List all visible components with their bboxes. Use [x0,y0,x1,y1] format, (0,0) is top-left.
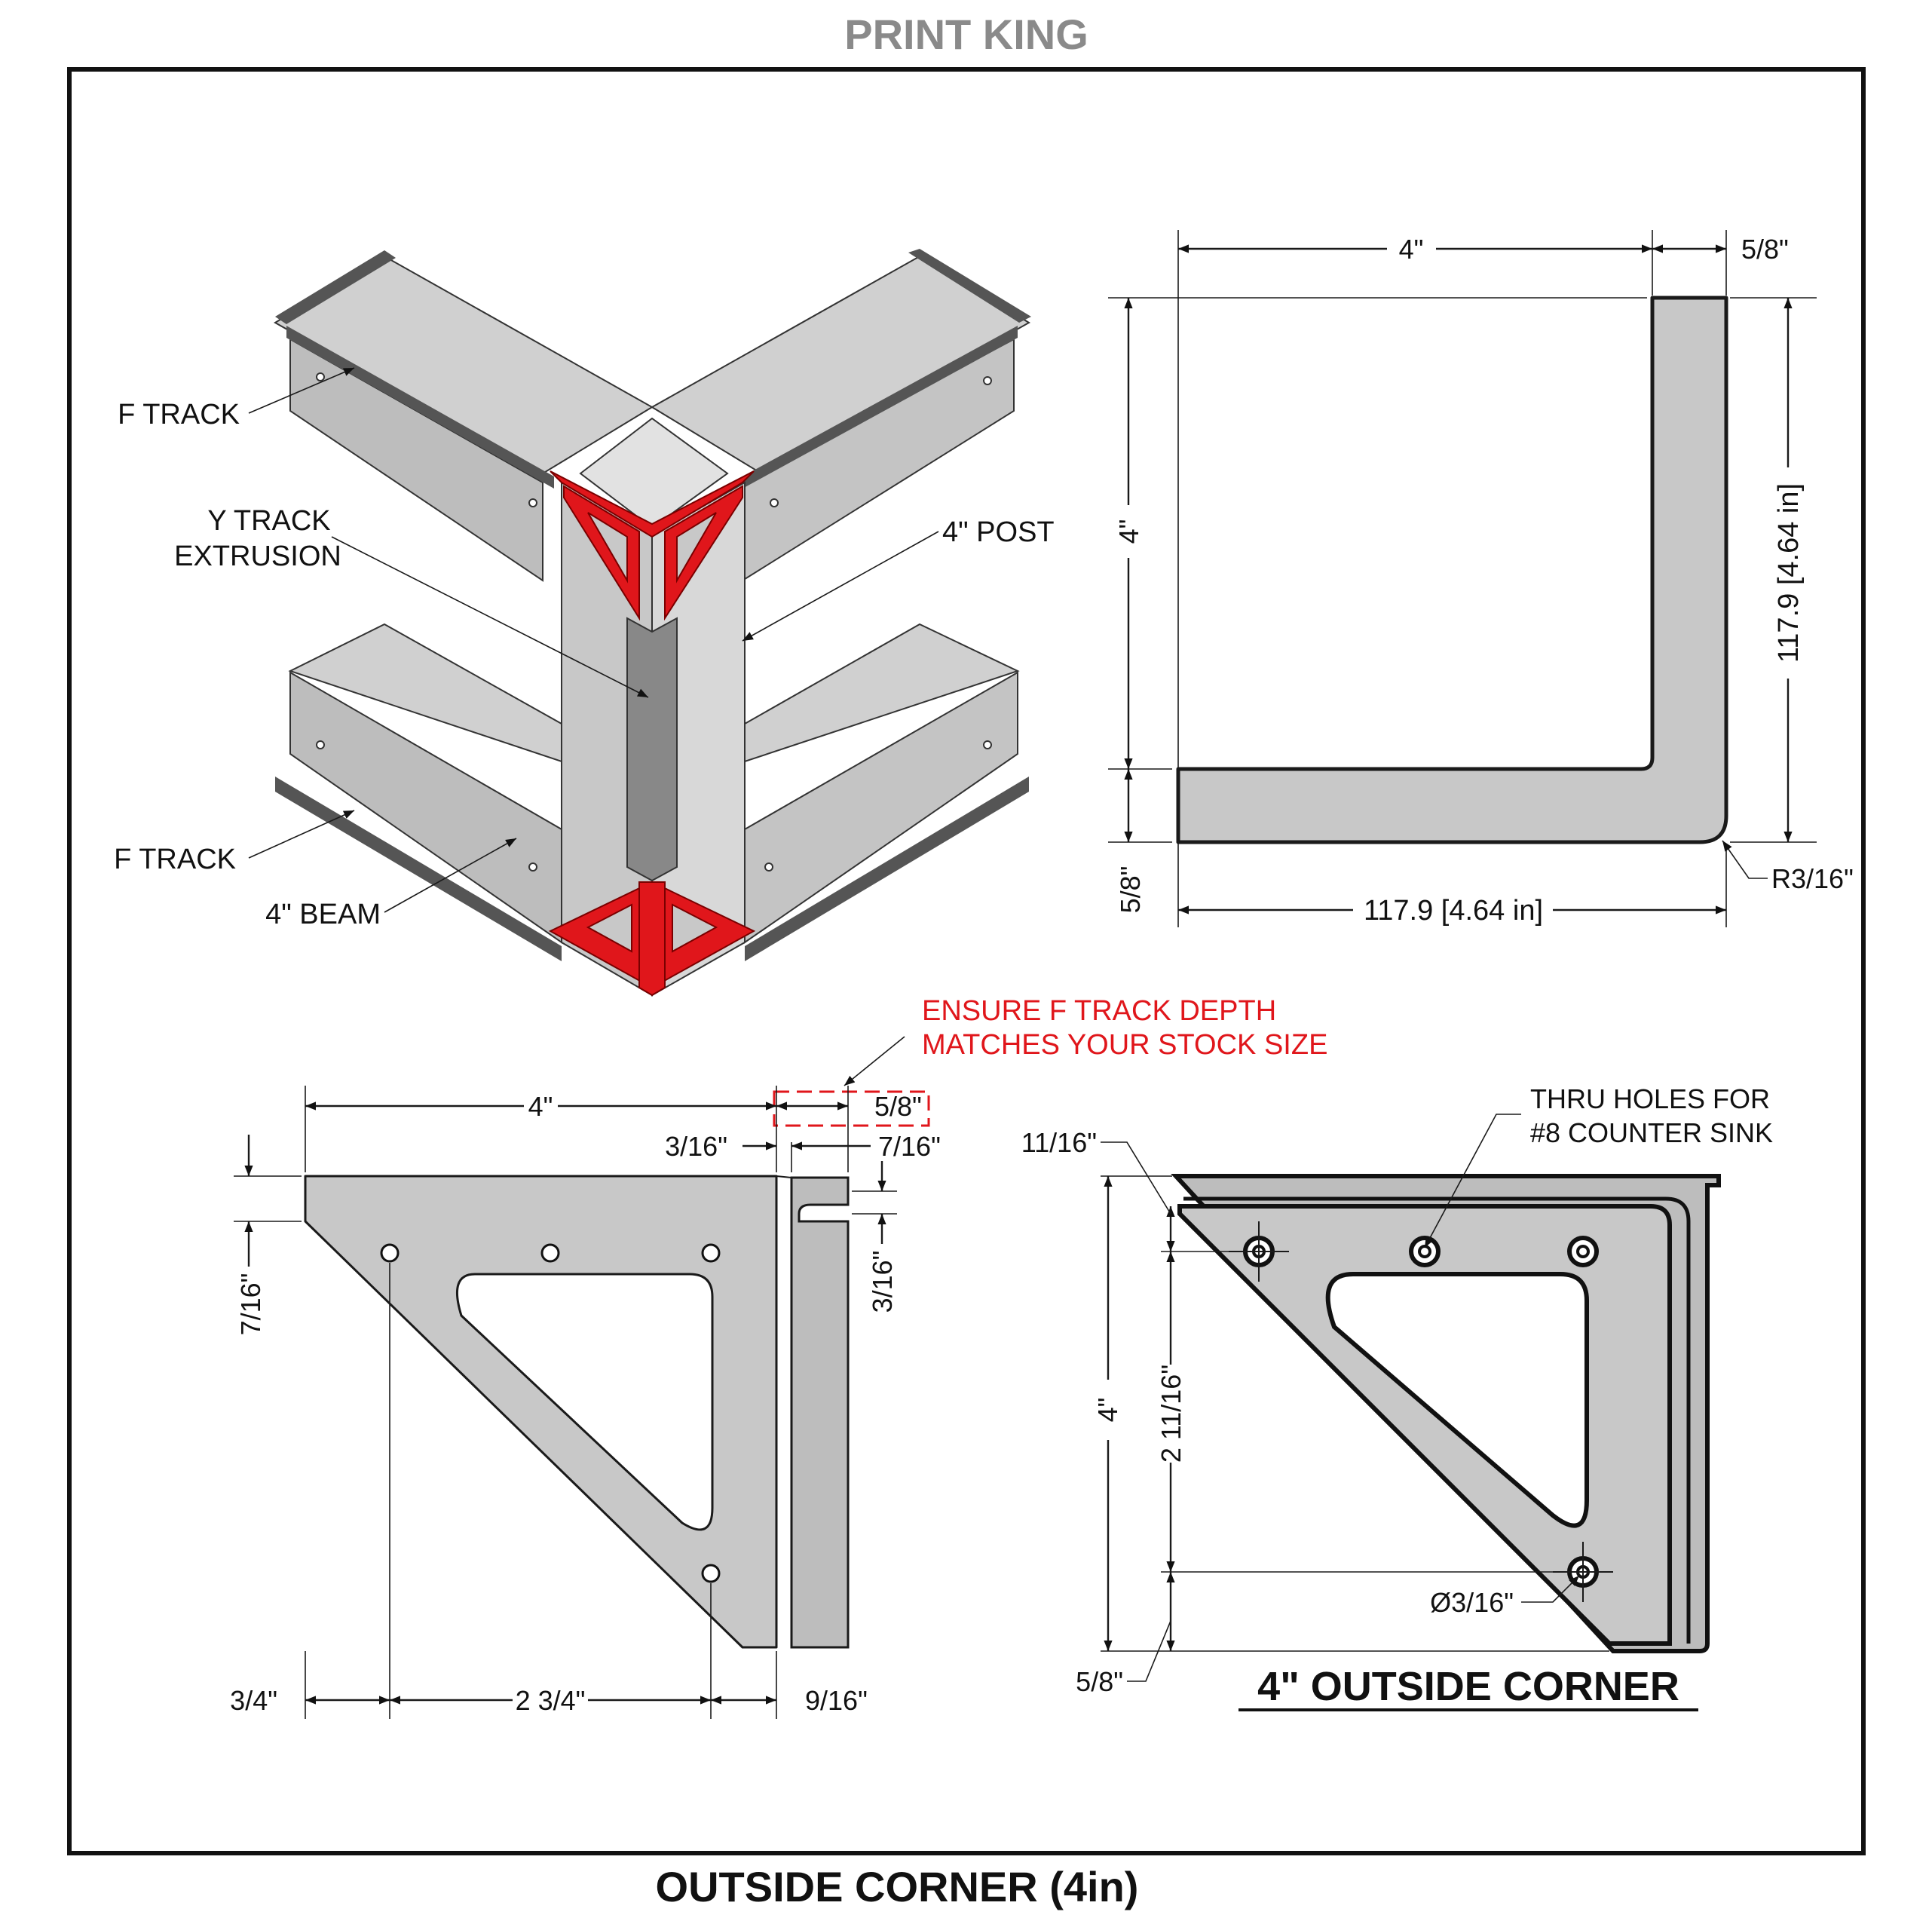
hole-2 [540,1243,560,1263]
top-view: 4" 5/8" 4" 5/8" 117.9 [4.64 in] 117.9 [4… [1108,230,1854,927]
label-beam: 4" BEAM [265,899,381,930]
bracket-hole-4 [1553,1542,1613,1602]
side-view: THRU HOLES FOR #8 COUNTER SINK Ø3/16" 4"… [1021,1083,1773,1711]
y-track-extrusion [626,617,678,882]
gusset-side-flange [790,1176,850,1649]
bottom-left-beam-top [288,623,562,763]
bracket-inner-step [1183,1196,1691,1644]
label-f-track-bottom: F TRACK [114,844,236,875]
dim-radius: R3/16" [1771,863,1854,894]
label-f-track-top: F TRACK [118,399,240,430]
side-view-title: 4" OUTSIDE CORNER [1257,1664,1679,1709]
dim-left-height: 4" [1113,519,1144,544]
dim-front-top-width: 4" [528,1091,553,1122]
bottom-right-f-track [745,777,1029,961]
dim-front-top-lip: 5/8" [874,1091,922,1122]
dim-total-height: 4" [1092,1398,1123,1423]
hole-3 [701,1243,721,1263]
dim-right-vert: 3/16" [867,1251,898,1313]
dim-top-width: 4" [1399,234,1424,265]
dim-bottom-width: 117.9 [4.64 in] [1364,895,1543,927]
isometric-view: F TRACK Y TRACK EXTRUSION 4" POST F TRAC… [114,249,1055,997]
dim-gap-a: 3/16" [665,1131,727,1162]
dim-bottom-b: 2 3/4" [516,1685,586,1716]
hole-4 [701,1564,721,1583]
holes-note-1: THRU HOLES FOR [1530,1083,1770,1114]
dim-left-vert: 7/16" [235,1273,266,1336]
dim-bottom-c: 9/16" [805,1685,868,1716]
top-right-f-track-edge [742,326,1018,489]
bottom-right-beam-side [744,671,1018,944]
footer-title: OUTSIDE CORNER (4in) [656,1863,1139,1910]
top-right-f-track [908,249,1031,323]
gusset-cutout [455,1273,714,1531]
dim-bottom-offset: 5/8" [1076,1666,1123,1697]
label-extrusion: EXTRUSION [174,541,341,572]
top-left-f-track [275,250,396,324]
bottom-red-bracket [548,881,756,997]
front-view: ENSURE F TRACK DEPTH MATCHES YOUR STOCK … [230,995,1327,1719]
top-right-beam-top [651,255,1030,475]
post-top [579,417,729,529]
sheet-border [67,67,1866,1855]
bracket-hole-3 [1567,1236,1599,1267]
bottom-right-beam-top [744,623,1020,763]
bottom-left-f-track [275,777,562,961]
top-left-beam-side [289,338,543,582]
holes-note-2: #8 COUNTER SINK [1530,1117,1773,1148]
bracket-cutout [1325,1272,1589,1528]
dim-hole-span: 2 11/16" [1156,1365,1186,1463]
note-line-1: ENSURE F TRACK DEPTH [922,995,1276,1027]
l-profile [1176,296,1728,844]
note-line-2: MATCHES YOUR STOCK SIZE [922,1029,1327,1061]
f-track-depth-highlight [773,1090,930,1127]
dim-left-lip: 5/8" [1115,866,1146,914]
dim-bottom-a: 3/4" [230,1685,277,1716]
dim-top-lip: 5/8" [1741,234,1789,265]
top-red-bracket [550,470,755,621]
bottom-left-beam-side [289,671,562,944]
dim-gap-b: 7/16" [878,1131,941,1162]
top-left-f-track-edge [286,326,554,489]
hole-1 [380,1243,400,1263]
bracket-hole-2 [1409,1236,1441,1267]
brand-title: PRINT KING [844,11,1088,58]
label-post: 4" POST [942,516,1055,548]
label-y-track: Y TRACK [207,505,330,537]
dim-top-offset: 11/16" [1021,1127,1097,1158]
dim-right-height: 117.9 [4.64 in] [1773,483,1805,663]
dim-hole-dia: Ø3/16" [1430,1587,1514,1618]
